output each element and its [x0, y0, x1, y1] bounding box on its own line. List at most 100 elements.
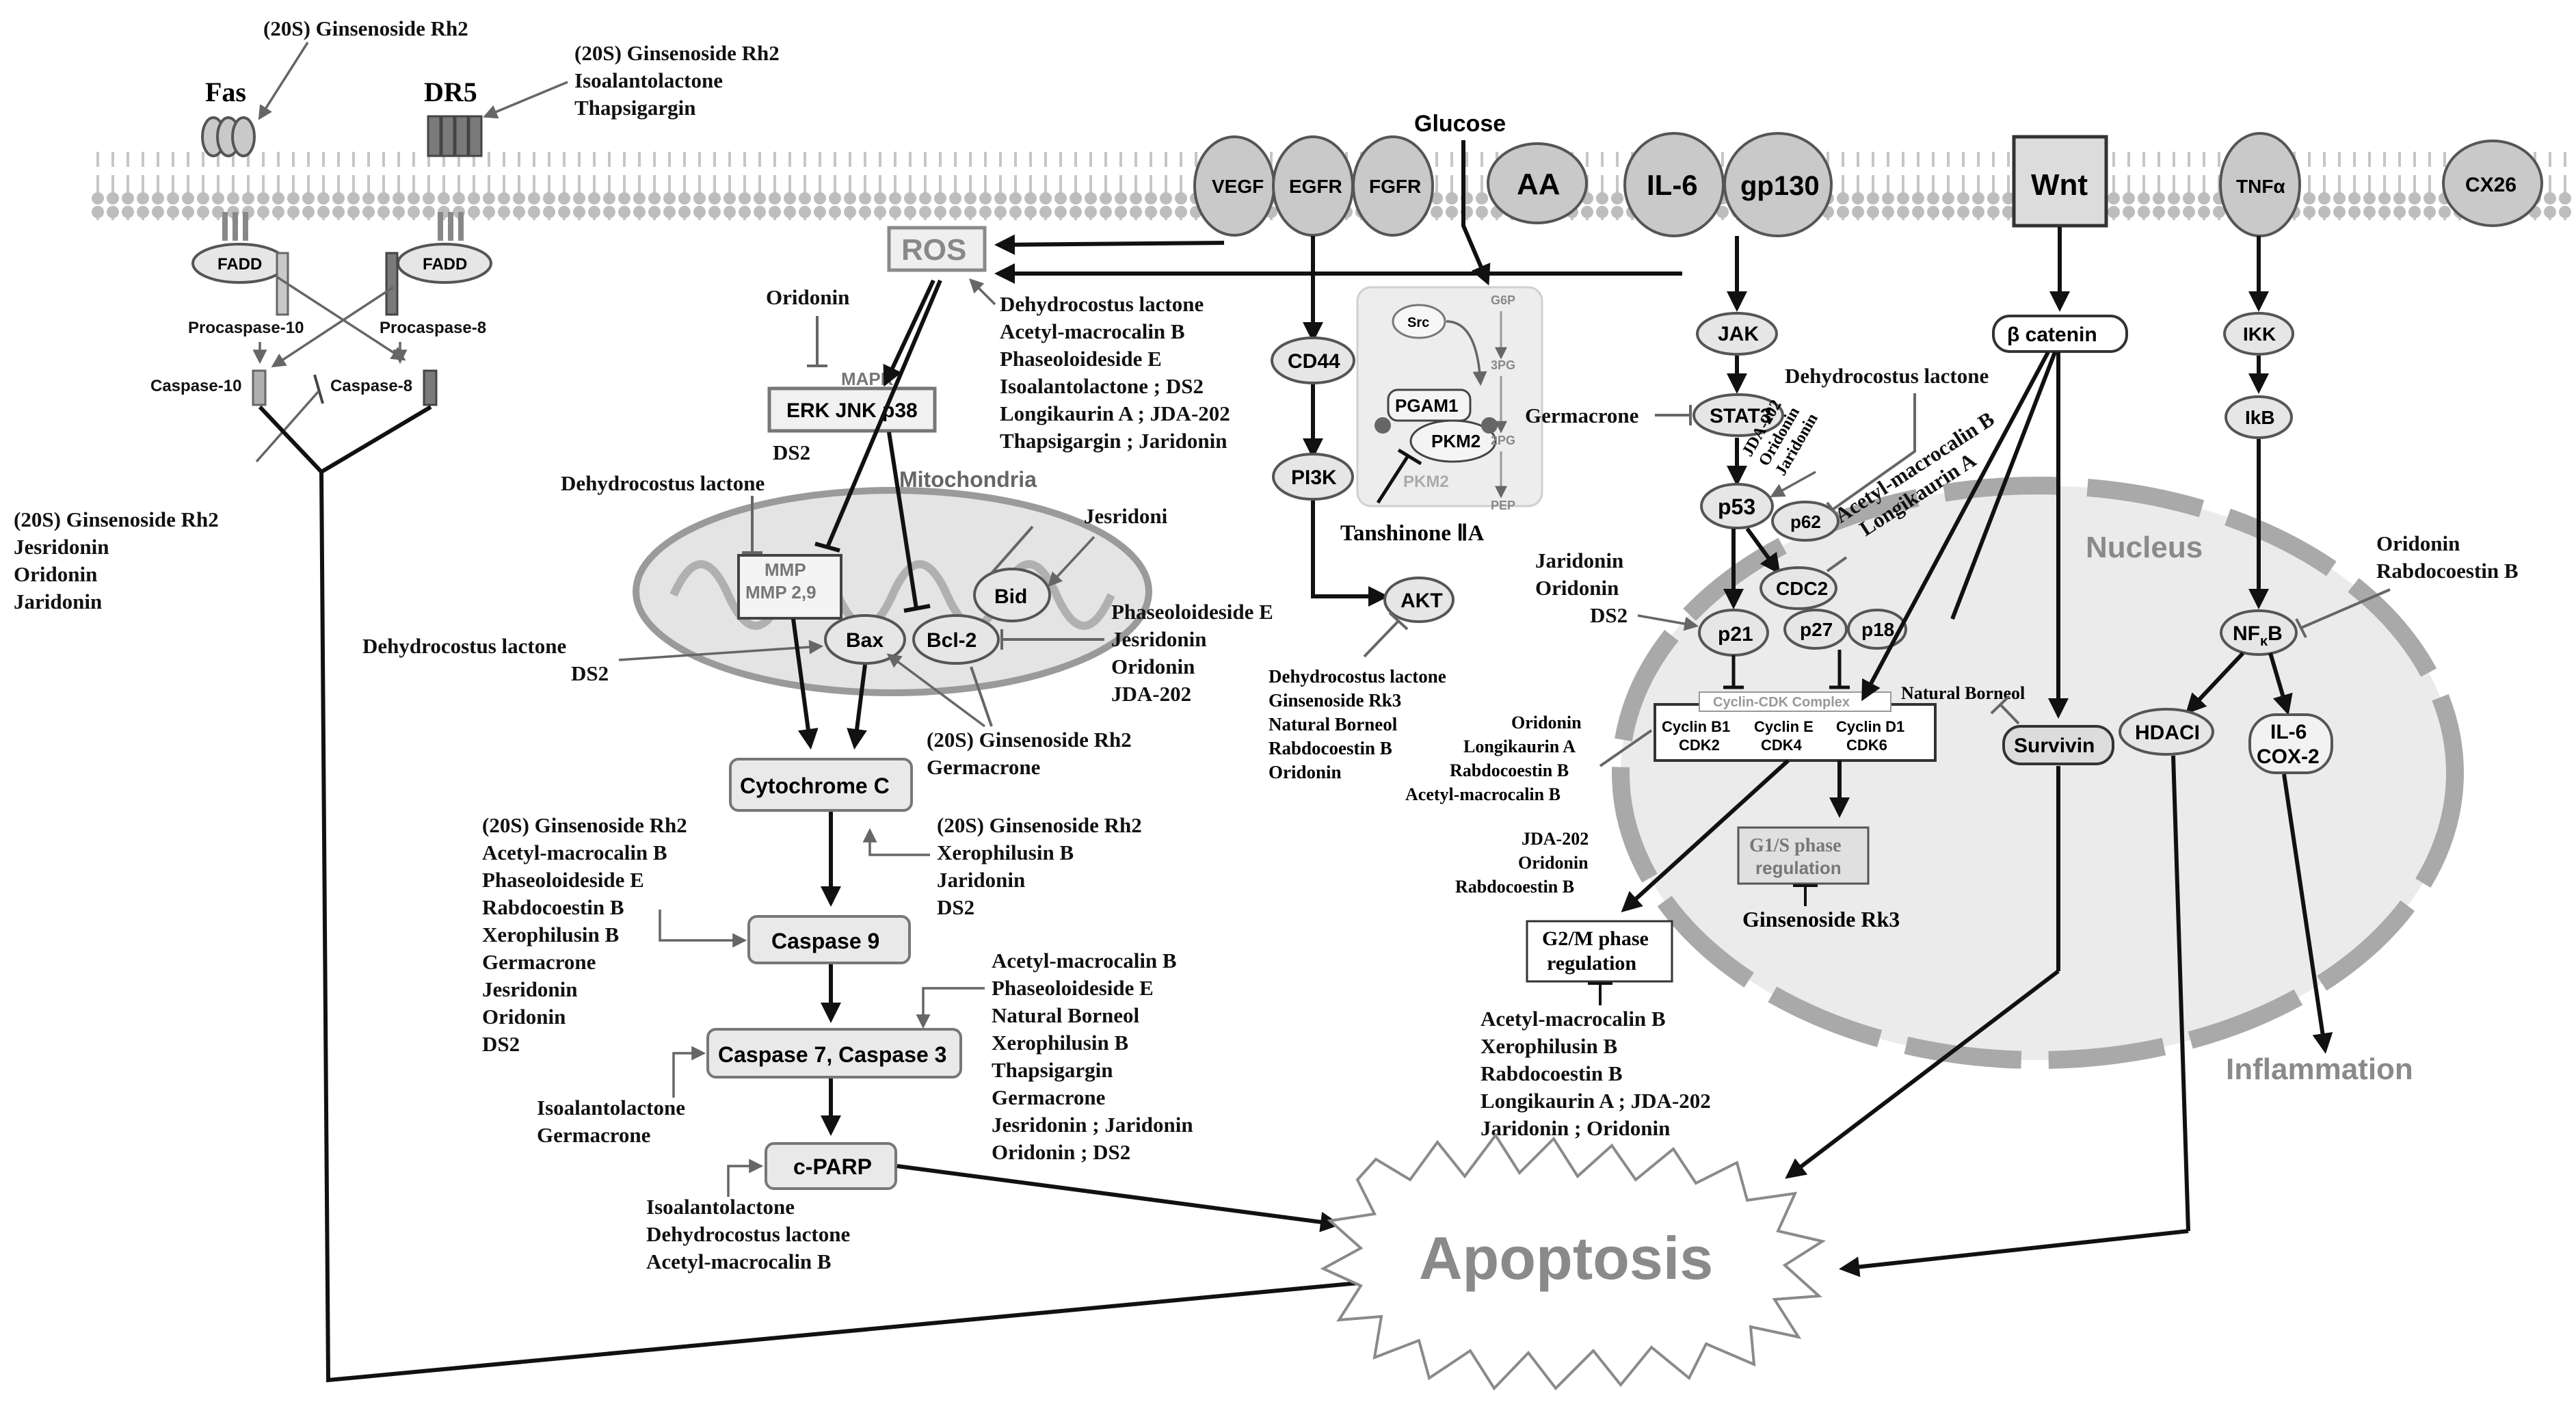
mmp-line2: MMP 2,9 — [745, 582, 816, 603]
akt-drug-1: Dehydrocostus lactone — [1269, 666, 1446, 687]
casp73-right-7: Jesridonin ; Jaridonin — [992, 1113, 1193, 1137]
casp9-drug-5: Xerophilusin B — [482, 923, 619, 947]
bax-drug-2: DS2 — [571, 661, 609, 685]
casp73-right-4: Xerophilusin B — [992, 1031, 1128, 1055]
casp8-drug-1: (20S) Ginsenoside Rh2 — [14, 507, 219, 531]
g2m-below-1: Acetyl-macrocalin B — [1480, 1007, 1666, 1031]
cparp-node: c-PARP — [765, 1142, 897, 1190]
g2m-line1: G2/M phase — [1542, 927, 1649, 950]
fas-receptor: Fas — [201, 77, 256, 157]
baxbcl2-drug-2: Germacrone — [927, 755, 1040, 779]
casp9-drug-labels: (20S) Ginsenoside Rh2 Acetyl-macrocalin … — [482, 813, 687, 1056]
cyclin-complex: Cyclin-CDK Complex Cyclin B1 CDK2 Cyclin… — [1654, 691, 1937, 762]
casp73-right-6: Germacrone — [992, 1085, 1105, 1109]
inflammation-label: Inflammation — [2226, 1053, 2413, 1086]
pgam1-label: PGAM1 — [1395, 395, 1458, 416]
tnfa-label: TNFα — [2236, 176, 2285, 197]
fgfr-receptor: FGFR — [1352, 135, 1434, 237]
g2m-above-3: Rabdocoestin B — [1455, 877, 1574, 897]
nfkb-end: B — [2268, 622, 2283, 645]
mapk-kinases: ERK JNK p38 — [786, 399, 918, 422]
metabolite-pep: PEP — [1491, 499, 1515, 512]
pkm2-label: PKM2 — [1431, 431, 1480, 451]
cparp-drug-2: Dehydrocostus lactone — [646, 1222, 850, 1246]
bid-node: Bid — [973, 568, 1051, 622]
cdk2: CDK2 — [1679, 737, 1720, 754]
fas-drug-labels: (20S) Ginsenoside Rh2 — [263, 16, 468, 40]
il6-receptor: IL-6 — [1623, 132, 1725, 237]
bcl2-drug-1: Phaseoloideside E — [1111, 600, 1273, 624]
cyto-drug-1: (20S) Ginsenoside Rh2 — [937, 813, 1142, 837]
ros-drug-6: Thapsigargin ; Jaridonin — [1000, 429, 1227, 453]
akt-drug-2: Ginsenoside Rk3 — [1269, 690, 1401, 711]
casp73-right-8: Oridonin ; DS2 — [992, 1140, 1130, 1164]
bcl2-drug-3: Oridonin — [1111, 654, 1195, 678]
wnt-label: Wnt — [2031, 168, 2088, 202]
casp73-left-2: Germacrone — [537, 1123, 650, 1147]
ros-node: ROS — [887, 226, 987, 272]
metabolite-g6p: G6P — [1491, 293, 1515, 307]
cyclin-drug-2: Longikaurin A — [1463, 737, 1576, 756]
bid-drug: Jesridoni — [1084, 504, 1168, 528]
il6-cox2-node: IL-6 COX-2 — [2248, 713, 2333, 774]
fadd-left-label: FADD — [217, 255, 262, 274]
cd44-node: CD44 — [1271, 336, 1355, 384]
apoptosis-burst: Apoptosis — [1320, 1133, 1827, 1391]
p27-label: p27 — [1800, 619, 1833, 640]
egfr-receptor: EGFR — [1272, 135, 1354, 237]
p27-node: p27 — [1783, 609, 1848, 650]
nfkb-drug-2: Rabdocoestin B — [2376, 559, 2519, 583]
vegf-receptor: VEGF — [1193, 135, 1275, 237]
dr5-drug-2: Isoalantolactone — [574, 68, 723, 92]
cx26-receptor: CX26 — [2442, 140, 2543, 227]
fadd-right-label: FADD — [423, 255, 467, 274]
nfkb-main: NF — [2233, 622, 2260, 645]
cparp-drug-1: Isoalantolactone — [646, 1195, 795, 1219]
fgfr-label: FGFR — [1369, 176, 1421, 197]
cox2-label: COX-2 — [2257, 745, 2320, 768]
stat3-label: STAT3 — [1710, 405, 1772, 427]
survivin-node: Survivin — [2002, 725, 2114, 765]
mapk-node: Oridonin MAPK ERK JNK p38 DS2 — [766, 285, 937, 464]
bax-drug-1: Dehydrocostus lactone — [362, 634, 566, 658]
apoptosis-label: Apoptosis — [1419, 1224, 1713, 1292]
cparp-drug-3: Acetyl-macrocalin B — [646, 1249, 832, 1273]
tanshinone-label: Tanshinone ⅡA — [1340, 521, 1485, 546]
cyclin-drug-3: Rabdocoestin B — [1450, 760, 1569, 780]
ros-drug-1: Dehydrocostus lactone — [1000, 292, 1204, 316]
bax-node: Bax — [824, 614, 906, 665]
dr5-receptor: DR5 — [424, 77, 483, 157]
dr5-drug-1: (20S) Ginsenoside Rh2 — [574, 41, 780, 65]
g2m-below-3: Rabdocoestin B — [1480, 1061, 1623, 1085]
cyto-drug-4: DS2 — [937, 895, 974, 919]
casp9-drug-9: DS2 — [482, 1032, 520, 1056]
casp73-right-1: Acetyl-macrocalin B — [992, 949, 1177, 973]
casp73-left-drugs: Isoalantolactone Germacrone — [537, 1096, 685, 1147]
casp8-drug-2: Jesridonin — [14, 535, 109, 559]
p21-drug-3: DS2 — [1590, 603, 1628, 627]
hdaci-node: HDACI — [2119, 708, 2214, 756]
pkm2-faded-label: PKM2 — [1403, 473, 1449, 491]
mmp-drug: Dehydrocostus lactone — [561, 471, 765, 495]
pi3k-node: PI3K — [1272, 453, 1354, 501]
akt-node: AKT — [1383, 577, 1455, 623]
egfr-label: EGFR — [1289, 176, 1342, 197]
nfkb-label: NFκB — [2233, 622, 2283, 649]
casp73-right-5: Thapsigargin — [992, 1058, 1113, 1082]
ros-drug-3: Phaseoloideside E — [1000, 347, 1162, 371]
casp9-drug-8: Oridonin — [482, 1005, 566, 1029]
nfkb-drug-1: Oridonin — [2376, 531, 2460, 555]
dr5-drug-labels: (20S) Ginsenoside Rh2 Isoalantolactone T… — [574, 41, 780, 120]
p21-label: p21 — [1718, 623, 1753, 646]
bcl2-drug-2: Jesridonin — [1111, 627, 1207, 651]
metabolite-3pg: 3PG — [1491, 358, 1515, 372]
src-label: Src — [1407, 315, 1429, 330]
cyclin-drug-labels: Oridonin Longikaurin A Rabdocoestin B Ac… — [1405, 713, 1582, 804]
gp130-receptor: gp130 — [1723, 132, 1833, 237]
nfkb-sub: κ — [2260, 634, 2268, 649]
g2m-drugs-above: JDA-202 Oridonin Rabdocoestin B — [1455, 829, 1589, 897]
p62-node: p62 — [1771, 501, 1840, 542]
bcl2-drug-4: JDA-202 — [1111, 682, 1191, 706]
metabolite-2pg: 2PG — [1491, 434, 1515, 447]
